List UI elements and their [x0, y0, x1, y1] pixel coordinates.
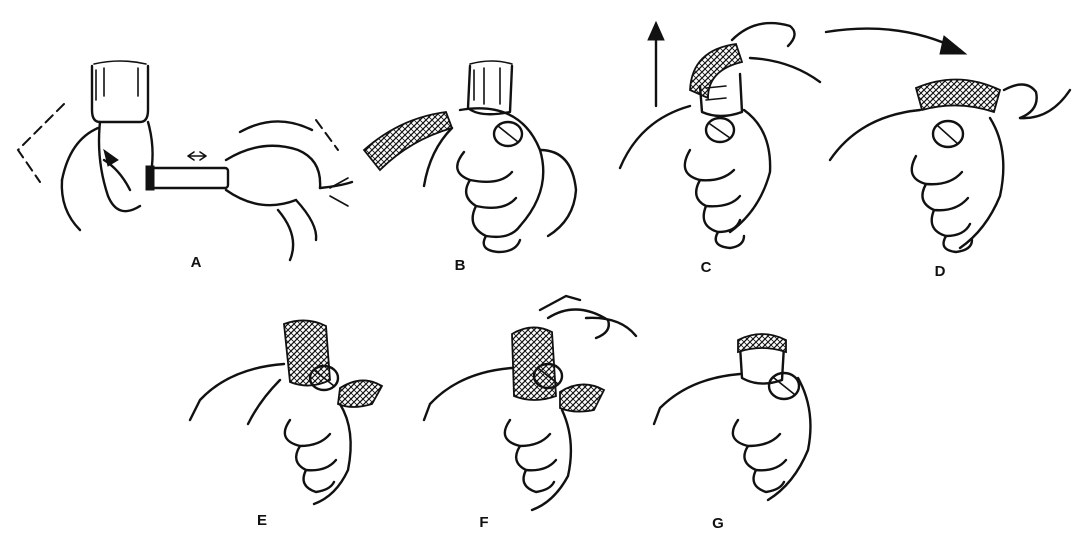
panel-e [190, 320, 382, 504]
panel-label-c: C [701, 259, 712, 276]
panel-b [364, 61, 576, 252]
panel-label-f: F [479, 514, 488, 531]
panel-label-e: E [257, 512, 267, 529]
panel-label-b: B [455, 257, 466, 274]
panel-d [826, 29, 1070, 252]
panel-label-a: A [191, 254, 202, 271]
panel-f [424, 296, 636, 510]
panel-g [654, 334, 810, 500]
panel-a [18, 61, 352, 260]
panel-c [620, 22, 820, 248]
panel-label-d: D [935, 263, 946, 280]
panel-label-g: G [712, 515, 724, 532]
